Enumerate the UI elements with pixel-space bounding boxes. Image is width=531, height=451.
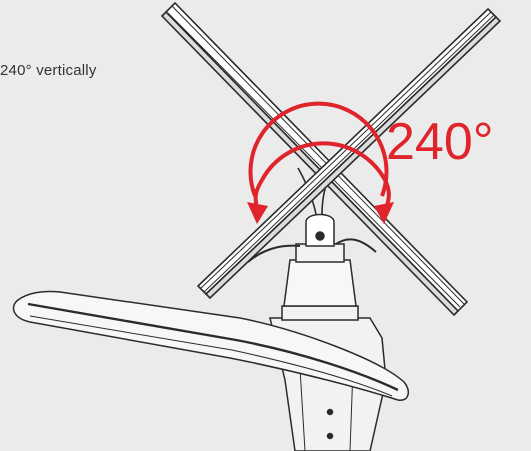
caption-text: 240° vertically xyxy=(0,62,97,79)
solar-panel-position-b xyxy=(196,7,502,300)
street-light-housing xyxy=(12,167,409,451)
angle-label: 240° xyxy=(386,113,494,171)
solar-panel-position-a xyxy=(160,1,469,317)
rotation-arrow xyxy=(247,101,394,224)
arrow-head-left-icon xyxy=(247,202,268,224)
arrow-head-right-icon xyxy=(374,202,394,224)
